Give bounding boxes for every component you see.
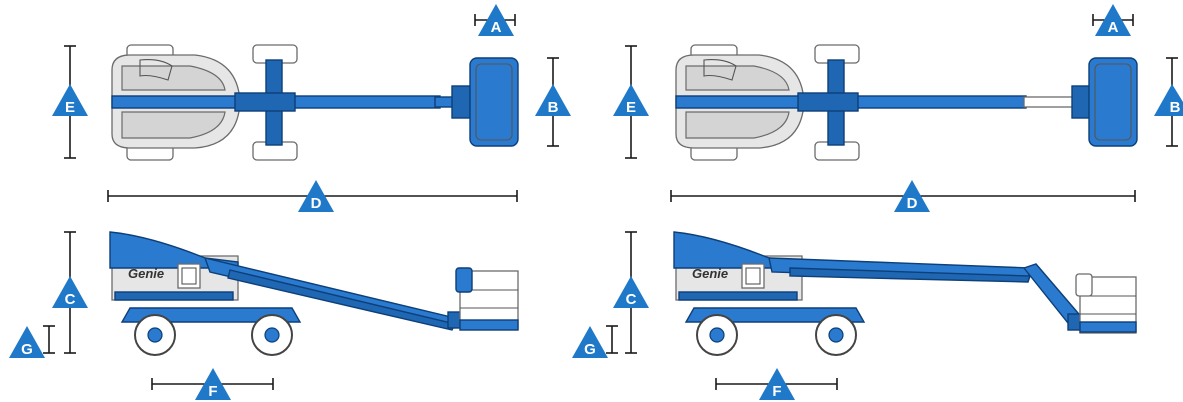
dimension-g-left: G xyxy=(9,325,55,358)
label-d: D xyxy=(311,195,322,212)
label-b: B xyxy=(548,99,559,116)
platform-top-right xyxy=(1088,57,1138,147)
label-d-right: D xyxy=(907,195,918,212)
dimension-a-left: A xyxy=(474,4,516,36)
label-c: C xyxy=(65,291,76,308)
dimension-c-right: C xyxy=(613,231,649,354)
label-g-right: G xyxy=(584,341,596,358)
label-f: F xyxy=(208,383,217,400)
dimension-e-left: E xyxy=(52,45,88,159)
brand-logo-right: Genie xyxy=(692,266,728,281)
label-f-right: F xyxy=(772,383,781,400)
label-a: A xyxy=(491,19,502,36)
dimension-b-right: B xyxy=(1154,57,1183,147)
dimension-a-right: A xyxy=(1092,4,1134,36)
dimension-e-right: E xyxy=(613,45,649,159)
right-top-view: E B A xyxy=(613,4,1183,212)
left-top-view: E B xyxy=(52,4,571,212)
label-e: E xyxy=(65,99,75,116)
dimension-g-right: G xyxy=(572,325,618,358)
dimension-f-right: F xyxy=(715,368,838,400)
label-b-right: B xyxy=(1170,99,1181,116)
label-c-right: C xyxy=(626,291,637,308)
label-e-right: E xyxy=(626,99,636,116)
dimension-d-left: D xyxy=(107,180,518,212)
label-g: G xyxy=(21,341,33,358)
brand-logo: Genie xyxy=(128,266,164,281)
dimension-b-left: B xyxy=(535,57,571,147)
platform-top-left xyxy=(469,57,519,147)
dimension-f-left: F xyxy=(151,368,274,400)
right-side-view: C G Genie xyxy=(572,231,1137,400)
left-side-view: C G Genie xyxy=(9,231,519,400)
dimension-d-right: D xyxy=(670,180,1136,212)
label-a-right: A xyxy=(1108,19,1119,36)
dimension-c-left: C xyxy=(52,231,88,354)
